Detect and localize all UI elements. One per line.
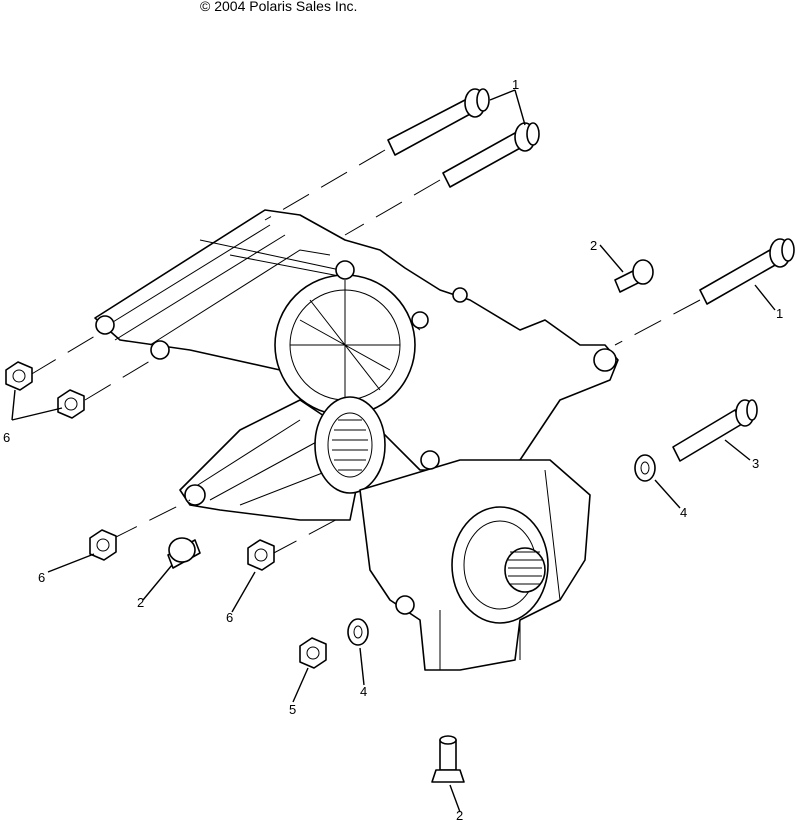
callout-1-top: 1 — [512, 77, 519, 92]
callout-1-right: 1 — [776, 306, 783, 321]
callout-4-bottom: 4 — [360, 684, 367, 699]
long-bolt-right — [699, 238, 795, 305]
bolt-item-3 — [672, 399, 758, 462]
callout-labels: 1 1 2 3 4 6 6 2 6 5 4 2 — [3, 77, 783, 820]
long-bolt-upper — [387, 88, 490, 156]
washer-right — [634, 454, 656, 482]
callout-2-bottom: 2 — [456, 808, 463, 820]
nut-left-upper — [5, 361, 33, 391]
leader-lines — [11, 89, 776, 813]
callout-5: 5 — [289, 702, 296, 717]
assembly-lines — [29, 149, 701, 556]
callout-4-right: 4 — [680, 505, 687, 520]
nut-mid — [247, 539, 275, 571]
nut-item-5 — [299, 637, 327, 669]
washer-bottom — [347, 618, 369, 646]
copyright-notice: © 2004 Polaris Sales Inc. — [200, 0, 358, 14]
gearcase-housing — [94, 209, 619, 671]
short-bolt-bottom — [431, 735, 465, 783]
nut-left-lower — [57, 389, 85, 419]
callout-6-mid: 6 — [226, 610, 233, 625]
callout-6-lower: 6 — [38, 570, 45, 585]
short-bolt-left — [167, 537, 201, 569]
short-bolt-top — [614, 259, 654, 293]
callout-6-left: 6 — [3, 430, 10, 445]
callout-2-top: 2 — [590, 238, 597, 253]
long-bolt-middle — [442, 122, 540, 188]
callout-3: 3 — [752, 456, 759, 471]
callout-2-left: 2 — [137, 595, 144, 610]
nut-lower-left — [89, 529, 117, 561]
